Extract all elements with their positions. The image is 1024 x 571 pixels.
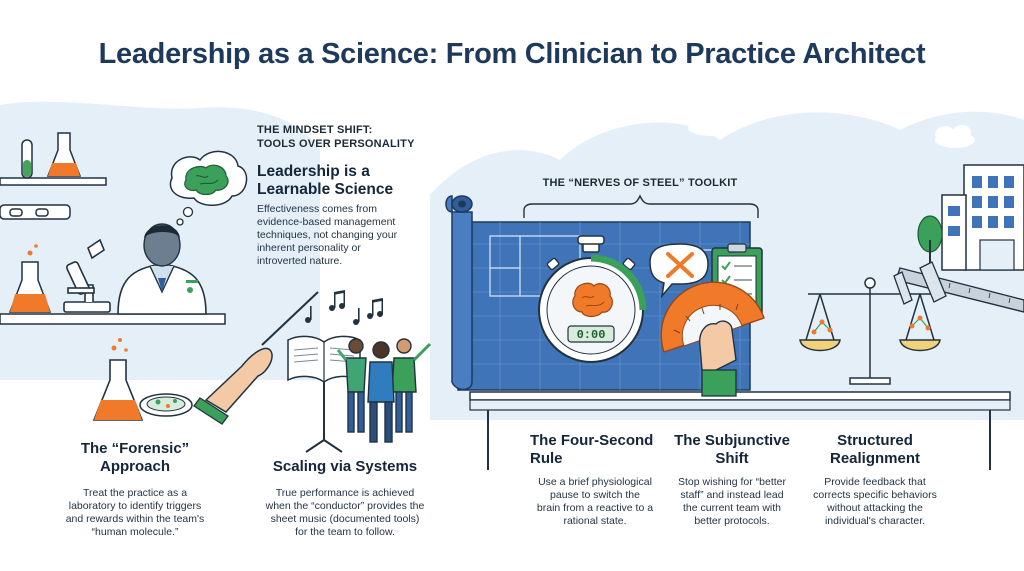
section-forensic: The “Forensic” Approach Treat the practi… [55, 440, 215, 539]
mindset-body-line: introverted nature. [257, 255, 343, 267]
mindset-kicker-line2: TOOLS OVER PERSONALITY [257, 138, 415, 150]
section-body-line: “human molecule.” [91, 526, 179, 538]
test-tube-icon [21, 139, 33, 179]
section-body-line: when the “conductor” provides the [265, 500, 425, 512]
protractor-hand-icon [660, 281, 765, 397]
flask-icon [46, 132, 82, 177]
flask-icon [8, 244, 52, 313]
toolkit-label: THE “NERVES OF STEEL” TOOLKIT [542, 177, 738, 189]
section-body-line: laboratory to identify triggers [68, 500, 202, 512]
section-title: Shift [715, 450, 749, 467]
section-body-line: brain from a reactive to a [536, 502, 654, 514]
music-notes-icon [305, 290, 383, 325]
section-body-line: staff” and instead lead [680, 489, 784, 501]
section-title: Structured [837, 432, 913, 449]
section-title: Approach [99, 458, 170, 475]
team-icon [336, 338, 432, 443]
music-stand-icon [287, 335, 361, 453]
section-body-line: corrects specific behaviors [813, 489, 937, 501]
petri-dish-icon [139, 393, 193, 417]
mindset-body-line: techniques, not changing your [257, 229, 398, 241]
section-four-second: The Four-Second Rule Use a brief physiol… [530, 432, 670, 528]
section-body-line: the current team with [682, 502, 782, 514]
section-body-line: better protocols. [694, 515, 770, 527]
mindset-body-line: Effectiveness comes from [257, 203, 378, 215]
page-title: Leadership as a Science: From Clinician … [98, 38, 926, 70]
stopwatch-display: 0:00 [577, 328, 606, 342]
baton-hand-icon [193, 291, 319, 425]
section-title: The Subjunctive [674, 432, 790, 449]
mindset-block: THE MINDSET SHIFT: TOOLS OVER PERSONALIT… [257, 123, 457, 268]
microscope-icon [63, 238, 111, 313]
section-body-line: Use a brief physiological [538, 476, 652, 488]
caliper-icon [893, 261, 1024, 313]
section-title: Rule [530, 450, 563, 467]
scientist-icon [117, 223, 207, 315]
cloud-icon [935, 125, 975, 148]
section-scaling: Scaling via Systems True performance is … [255, 458, 435, 539]
section-realignment: Structured Realignment Provide feedback … [800, 432, 950, 528]
cloud-icon [688, 113, 736, 136]
section-body-line: Treat the practice as a [82, 487, 188, 499]
mindset-heading-line1: Leadership is a [257, 163, 370, 180]
section-body-line: Stop wishing for “better [678, 476, 786, 488]
brain-icon [169, 150, 248, 226]
section-subjunctive: The Subjunctive Shift Stop wishing for “… [662, 432, 802, 528]
mindset-body-line: inherent personality or [257, 242, 361, 254]
section-title: The Four-Second [530, 432, 654, 449]
section-body-line: Provide feedback that [824, 476, 926, 488]
section-body-line: for the team to follow. [295, 526, 395, 538]
flask-icon [92, 338, 144, 421]
scale-icon [799, 277, 941, 385]
section-body-line: pause to switch the [550, 489, 640, 501]
section-body-line: without attacking the [827, 502, 923, 514]
section-title: Realignment [829, 450, 920, 467]
mindset-body-line: evidence-based management [257, 216, 396, 228]
section-title: Scaling via Systems [272, 458, 418, 475]
x-mark-icon [649, 243, 709, 299]
stopwatch-icon [538, 235, 647, 363]
section-title: The “Forensic” [80, 440, 190, 457]
section-body-line: True performance is achieved [275, 487, 415, 499]
section-body-line: sheet music (documented tools) [270, 513, 420, 525]
mindset-heading-line2: Learnable Science [257, 181, 394, 198]
section-body-line: individual's character. [824, 515, 926, 527]
section-body-line: rational state. [563, 515, 627, 527]
mindset-kicker-line1: THE MINDSET SHIFT: [257, 124, 373, 136]
section-body-line: and rewards within the team's [65, 513, 205, 525]
building-icon [941, 164, 1024, 271]
